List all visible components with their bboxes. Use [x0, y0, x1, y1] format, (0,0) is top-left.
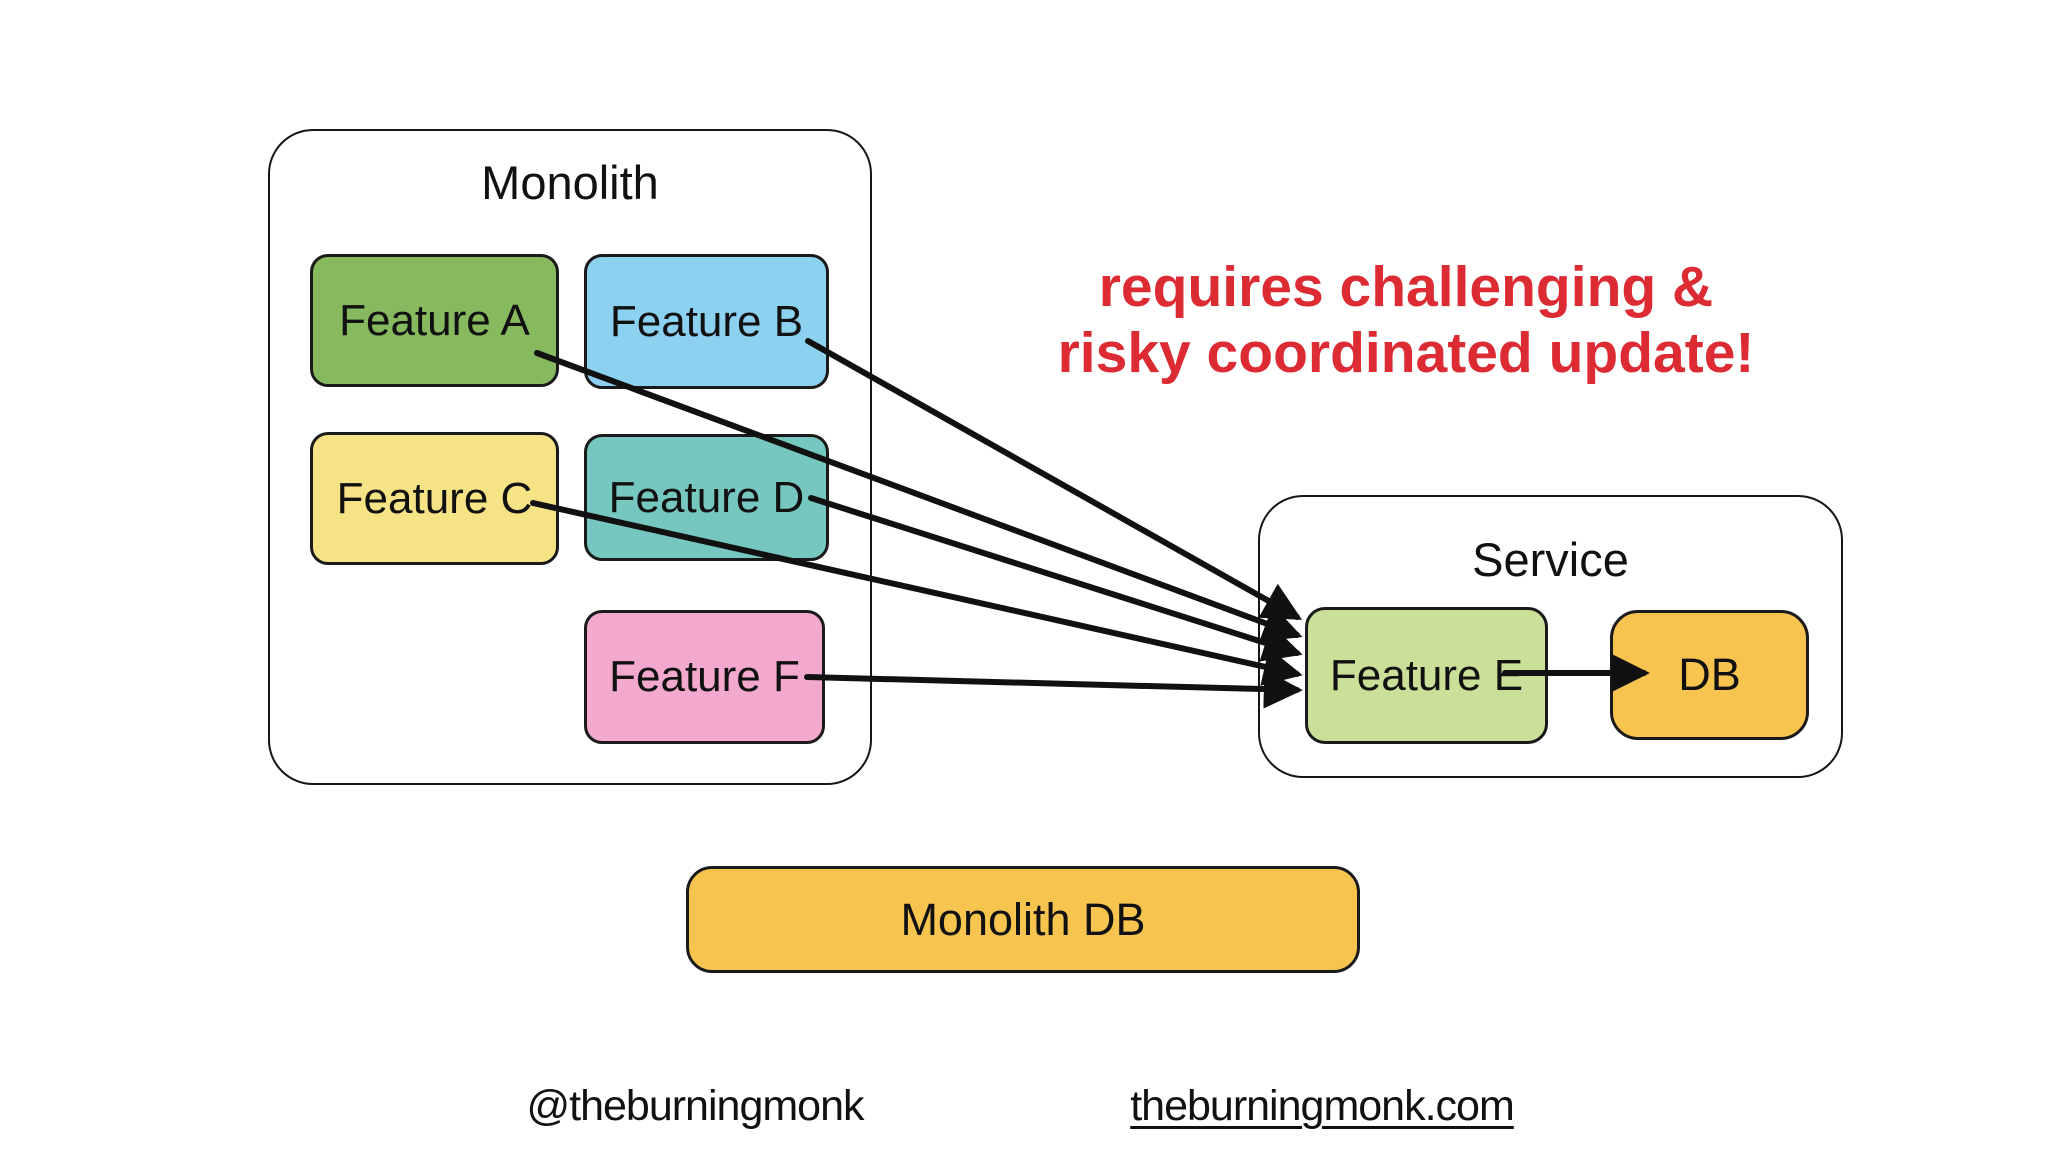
footer-twitter-handle: @theburningmonk [526, 1082, 864, 1130]
feature-c-box: Feature C [310, 432, 559, 565]
feature-a-box: Feature A [310, 254, 559, 387]
service-container: Service Feature E DB [1258, 495, 1843, 778]
monolith-db-label: Monolith DB [900, 893, 1146, 945]
feature-e-label: Feature E [1329, 650, 1524, 700]
monolith-db-box: Monolith DB [686, 866, 1360, 973]
feature-a-label: Feature A [339, 295, 530, 345]
footer-website-link[interactable]: theburningmonk.com [1130, 1082, 1515, 1130]
arrow-feature-f-to-e [804, 669, 1303, 709]
annotation-line-2: risky coordinated update! [1057, 321, 1755, 385]
feature-d-box: Feature D [584, 434, 829, 561]
service-db-label: DB [1678, 649, 1741, 700]
annotation-line-1: requires challenging & [1098, 255, 1714, 319]
arrow-feature-d-to-e [808, 495, 1303, 662]
annotation-text: requires challenging & risky coordinated… [1020, 254, 1792, 386]
monolith-title: Monolith [481, 156, 659, 209]
feature-f-box: Feature F [584, 610, 825, 744]
service-db-box: DB [1610, 610, 1809, 740]
feature-d-label: Feature D [608, 472, 805, 522]
monolith-container: Monolith Feature A Feature B Feature C F… [268, 129, 872, 785]
service-title: Service [1472, 533, 1629, 586]
feature-f-label: Feature F [609, 652, 800, 701]
feature-b-label: Feature B [609, 296, 804, 346]
feature-c-label: Feature C [336, 473, 533, 523]
feature-b-box: Feature B [584, 254, 829, 389]
feature-e-box: Feature E [1305, 607, 1548, 744]
